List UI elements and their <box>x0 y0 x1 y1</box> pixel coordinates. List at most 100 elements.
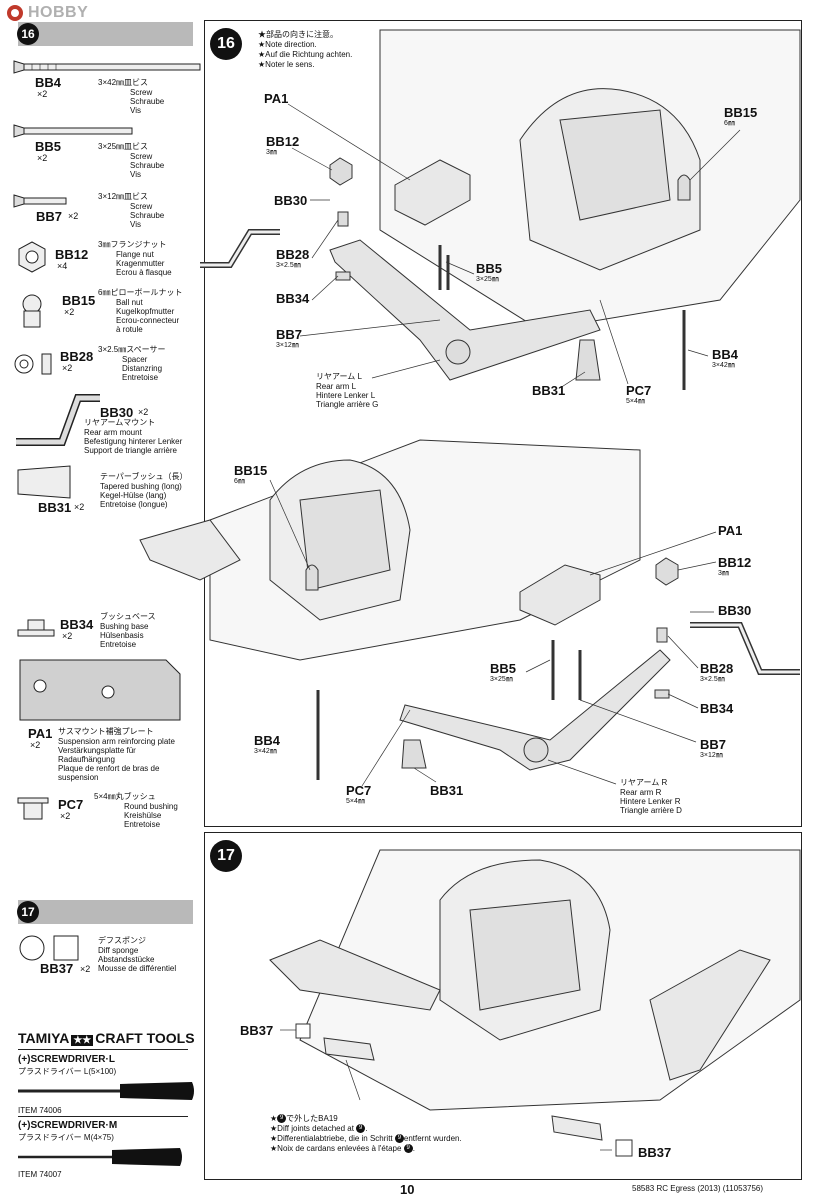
part-qty: ×2 <box>30 740 41 750</box>
part-name-en: Diff sponge <box>98 946 139 955</box>
callout-pc7-lower: PC7 <box>346 783 372 798</box>
part-size: 5×4㎜丸ブッシュ <box>94 792 156 801</box>
part-code: BB5 <box>35 139 62 154</box>
tools-brand-right: CRAFT TOOLS <box>95 1030 195 1046</box>
step9-ref-icon: 9 <box>394 1134 404 1144</box>
callout-pa1-lower: PA1 <box>718 523 743 538</box>
arm-r-jp: リヤアーム R <box>620 778 668 787</box>
part-name-de: Schraube <box>130 211 165 220</box>
part-size: サスマウント補強プレート <box>58 727 154 736</box>
part-name-fr: Entretoise (longue) <box>100 500 168 509</box>
direction-note-jp: ★部品の向きに注意。 <box>258 30 338 39</box>
callout-bb34: BB34 <box>276 291 310 306</box>
part-code: PC7 <box>58 797 84 812</box>
part-size: リヤアームマウント <box>84 418 156 427</box>
part-code: BB7 <box>36 209 63 224</box>
part-qty: ×2 <box>37 89 48 99</box>
part-code: BB31 <box>38 500 72 515</box>
part-qty: ×4 <box>57 261 68 271</box>
screwdriver-l-icon <box>18 1082 194 1100</box>
part-qty: ×2 <box>37 153 48 163</box>
arm-r-de: Hintere Lenker R <box>620 797 681 806</box>
callout-bb7-lower: BB7 <box>700 737 727 752</box>
part-name-de: Distanzring <box>122 364 163 373</box>
part-name-fr: Vis <box>130 220 141 229</box>
bb31-tapered-bushing-icon <box>17 465 71 499</box>
step17-number-badge: 17 <box>17 901 39 923</box>
tools-brand: TAMIYA★★CRAFT TOOLS <box>18 1030 195 1046</box>
note-de-text: ★Differentialabtriebe, die in Schritt <box>270 1134 393 1143</box>
step9-ref-icon: 9 <box>356 1124 366 1134</box>
step16-number-badge: 16 <box>17 23 39 45</box>
callout-bb15: BB15 <box>724 105 758 120</box>
callout-bb12-size: 3㎜ <box>266 149 277 156</box>
part-code: BB28 <box>60 349 94 364</box>
note-en-text: ★Diff joints detached at <box>270 1124 354 1133</box>
part-name-en: Screw <box>130 88 153 97</box>
part-qty: ×2 <box>74 502 85 512</box>
part-name-en: Rear arm mount <box>84 428 142 437</box>
right-arm-17 <box>649 949 771 1081</box>
part-size: 3㎜フランジナット <box>98 240 167 249</box>
callout-bb7-size: 3×12㎜ <box>276 342 299 349</box>
step9-ref-icon: 9 <box>403 1144 413 1154</box>
part-name-fr: Vis <box>130 170 141 179</box>
part-name-fr: Support de triangle arrière <box>84 446 177 455</box>
callout-bb30: BB30 <box>274 193 308 208</box>
step17-note-en: ★Diff joints detached at 9. <box>270 1124 367 1134</box>
part-name-fr: Mousse de différentiel <box>98 964 177 973</box>
part-name-fr: Ecrou-connecteur <box>116 316 180 325</box>
bb37-diff-sponge-icon <box>19 935 79 961</box>
callout-bb30-lower: BB30 <box>718 603 752 618</box>
direction-note-en: ★Note direction. <box>258 40 317 49</box>
step16-frame <box>204 20 802 827</box>
step17-frame <box>204 832 802 1180</box>
rear-arm-r-shape <box>399 649 671 771</box>
part-code: BB30 <box>100 405 134 420</box>
part-size: 3×42㎜皿ビス <box>98 78 149 87</box>
part-code: BB4 <box>35 75 62 90</box>
bb30-arm-mount-icon <box>16 394 100 446</box>
part-name-fr-2: à rotule <box>116 325 143 334</box>
part-name-de-2: Radaufhängung <box>58 755 115 764</box>
step17-banner <box>18 900 193 924</box>
part-qty: ×2 <box>64 307 75 317</box>
part-code: BB34 <box>60 617 94 632</box>
part-name-fr: Vis <box>130 106 141 115</box>
part-qty: ×2 <box>68 211 79 221</box>
bb7-screw-icon <box>13 194 67 208</box>
callout-bb5-lower-size: 3×25㎜ <box>490 676 513 683</box>
hobby-search-logo-icon <box>7 5 23 21</box>
note-period: . <box>412 1144 415 1153</box>
part-name-fr: Ecrou à flasque <box>116 268 172 277</box>
callout-pa1: PA1 <box>264 91 289 106</box>
part-name-en: Spacer <box>122 355 148 364</box>
part-name-de: Verstärkungsplatte für <box>58 746 136 755</box>
callout-bb31-lower: BB31 <box>430 783 464 798</box>
pa1-plate-lower <box>519 564 601 626</box>
bb34-bushing-base-icon <box>17 619 55 637</box>
part-name-en: Screw <box>130 202 153 211</box>
bb5-screw-icon <box>13 124 133 138</box>
direction-note-fr: ★Noter le sens. <box>258 60 315 69</box>
step16-big-badge: 16 <box>210 28 242 60</box>
pa1-plate-upper <box>394 159 471 226</box>
part-size: ブッシュベース <box>100 612 156 621</box>
part-name-fr-2: suspension <box>58 773 99 782</box>
screwdriver-m-icon <box>18 1148 182 1166</box>
callout-bb5-lower: BB5 <box>490 661 517 676</box>
rear-arm-l-shape <box>329 239 601 381</box>
pa1-reinforcing-plate-icon <box>19 659 181 721</box>
part-name-en: Bushing base <box>100 622 149 631</box>
part-qty: ×2 <box>80 964 91 974</box>
callout-bb4: BB4 <box>712 347 739 362</box>
part-name-de: Schraube <box>130 161 165 170</box>
arm-l-fr: Triangle arrière G <box>316 400 379 409</box>
tool2-jp: プラスドライバー M(4×75) <box>18 1133 114 1142</box>
part-size: デフスポンジ <box>98 936 146 945</box>
part-name-de: Abstandsstücke <box>98 955 155 964</box>
part-code: BB37 <box>40 961 74 976</box>
callout-pc7-size: 5×4㎜ <box>626 398 645 405</box>
